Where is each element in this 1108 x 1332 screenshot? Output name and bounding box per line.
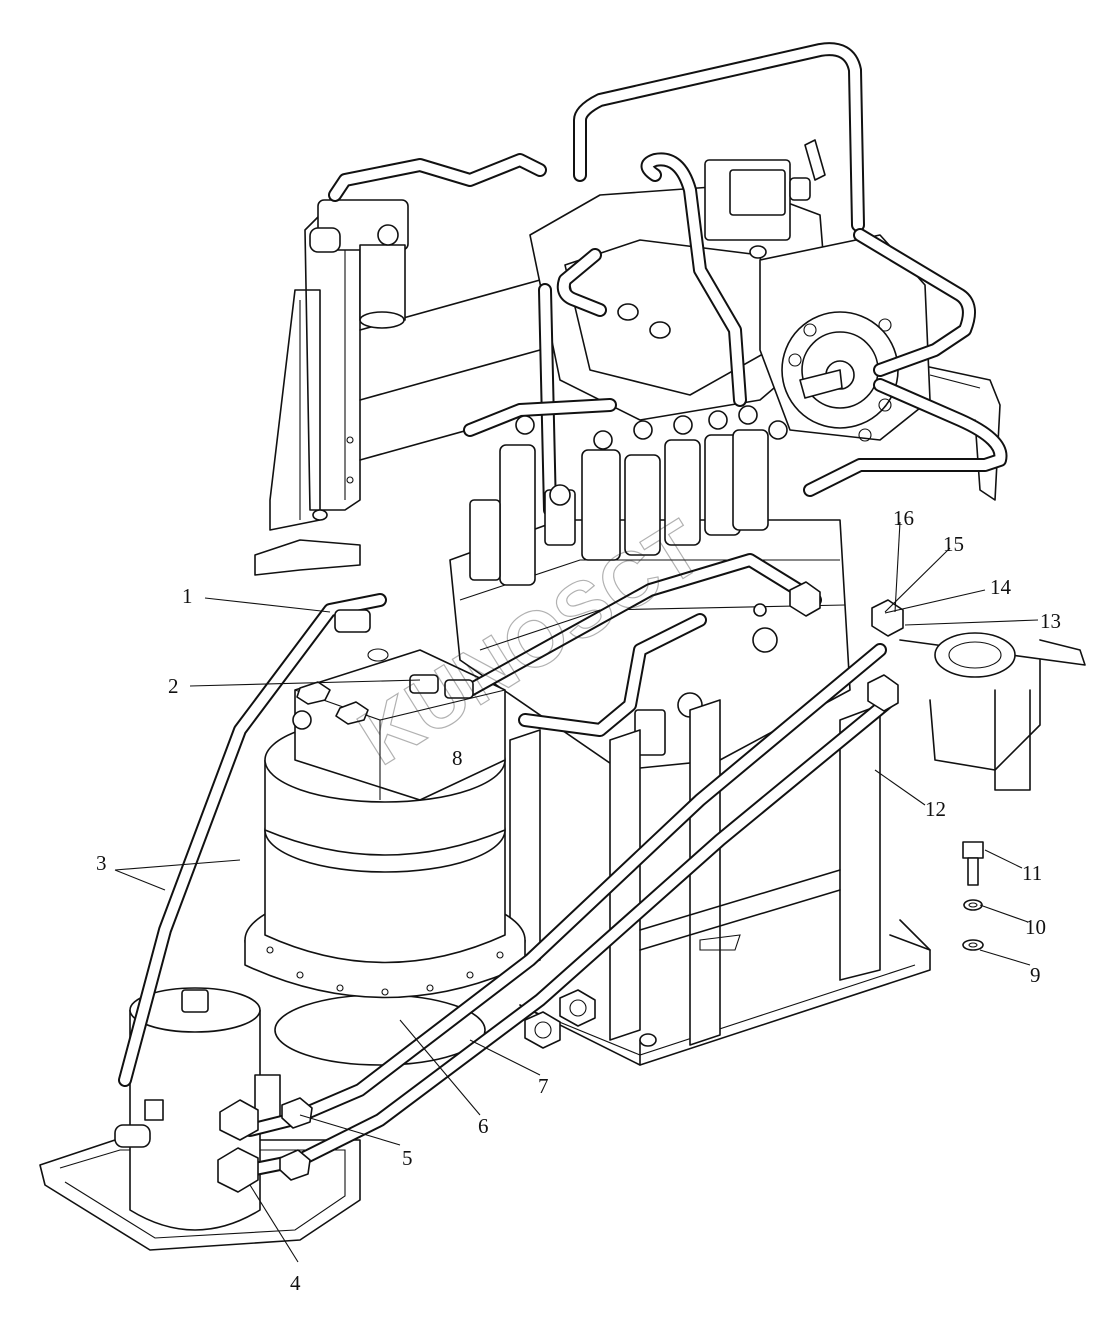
leader-lines [114, 521, 1039, 1263]
top-guard-rail [573, 42, 865, 232]
loose-hardware [962, 841, 984, 951]
callout-5: 5 [402, 1146, 413, 1170]
callout-9: 9 [1030, 963, 1041, 987]
callout-2: 2 [168, 674, 179, 698]
lower-frame [509, 699, 881, 1047]
accumulator-fittings [217, 1097, 313, 1193]
upper-hoses [463, 152, 1008, 517]
hex-fittings [515, 405, 788, 506]
callout-10: 10 [1025, 915, 1046, 939]
callout-labels: 1 2 3 4 5 6 7 8 9 10 11 12 13 14 15 16 [96, 506, 1061, 1295]
valve-cartridges [469, 429, 769, 586]
filter-assembly [309, 153, 547, 329]
callout-3: 3 [96, 851, 107, 875]
main-pump [529, 139, 931, 442]
callout-4: 4 [290, 1271, 301, 1295]
callout-11: 11 [1022, 861, 1042, 885]
callout-16: 16 [893, 506, 914, 530]
callout-1: 1 [182, 584, 193, 608]
callout-8: 8 [452, 746, 463, 770]
callout-13: 13 [1040, 609, 1061, 633]
right-fittings [334, 581, 904, 1049]
callout-7: 7 [538, 1074, 549, 1098]
callout-14: 14 [990, 575, 1012, 599]
callout-6: 6 [478, 1114, 489, 1138]
callout-15: 15 [943, 532, 964, 556]
callout-12: 12 [925, 797, 946, 821]
